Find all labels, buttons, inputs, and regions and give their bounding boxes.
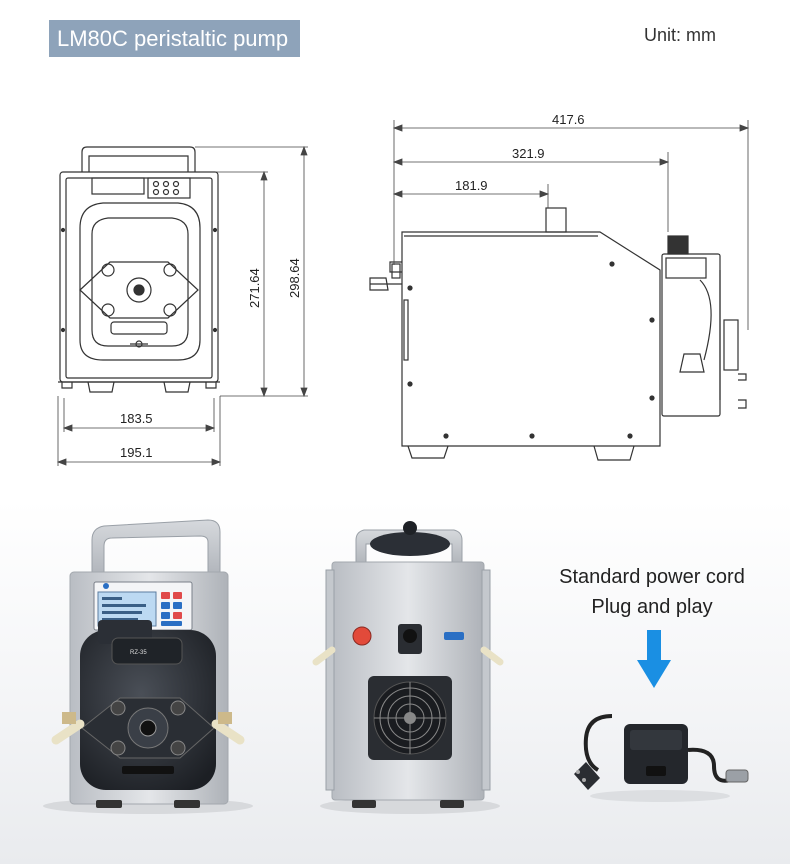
front-view (58, 146, 220, 393)
unit-label: Unit: mm (644, 25, 716, 45)
dim-height-body: 271.64 (247, 268, 262, 308)
dim-height-total: 298.64 (287, 258, 302, 298)
side-dimensions (392, 120, 750, 330)
dim-depth-mid: 321.9 (512, 146, 545, 161)
power-cord-caption: Standard power cord Plug and play (540, 562, 764, 622)
control-keypad (161, 592, 182, 626)
power-cord-photo (574, 714, 749, 802)
pump-back-photo (312, 521, 504, 814)
pump-front-photo: RZ-35 (43, 519, 253, 814)
dim-depth-total: 417.6 (552, 112, 585, 127)
page-title: LM80C peristaltic pump (49, 20, 300, 57)
caption-line-2: Plug and play (591, 596, 713, 618)
down-arrow-icon (637, 630, 671, 688)
caption-line-1: Standard power cord (559, 566, 745, 588)
pump-head-label: RZ-35 (130, 650, 147, 656)
side-view (369, 207, 747, 461)
dim-width-inner: 183.5 (120, 411, 153, 426)
front-dimensions (56, 145, 308, 466)
dim-depth-short: 181.9 (455, 178, 488, 193)
technical-drawing: 183.5 195.1 271.64 298.64 (56, 112, 750, 466)
product-photos: RZ-35 (43, 519, 749, 814)
dim-width-outer: 195.1 (120, 445, 153, 460)
